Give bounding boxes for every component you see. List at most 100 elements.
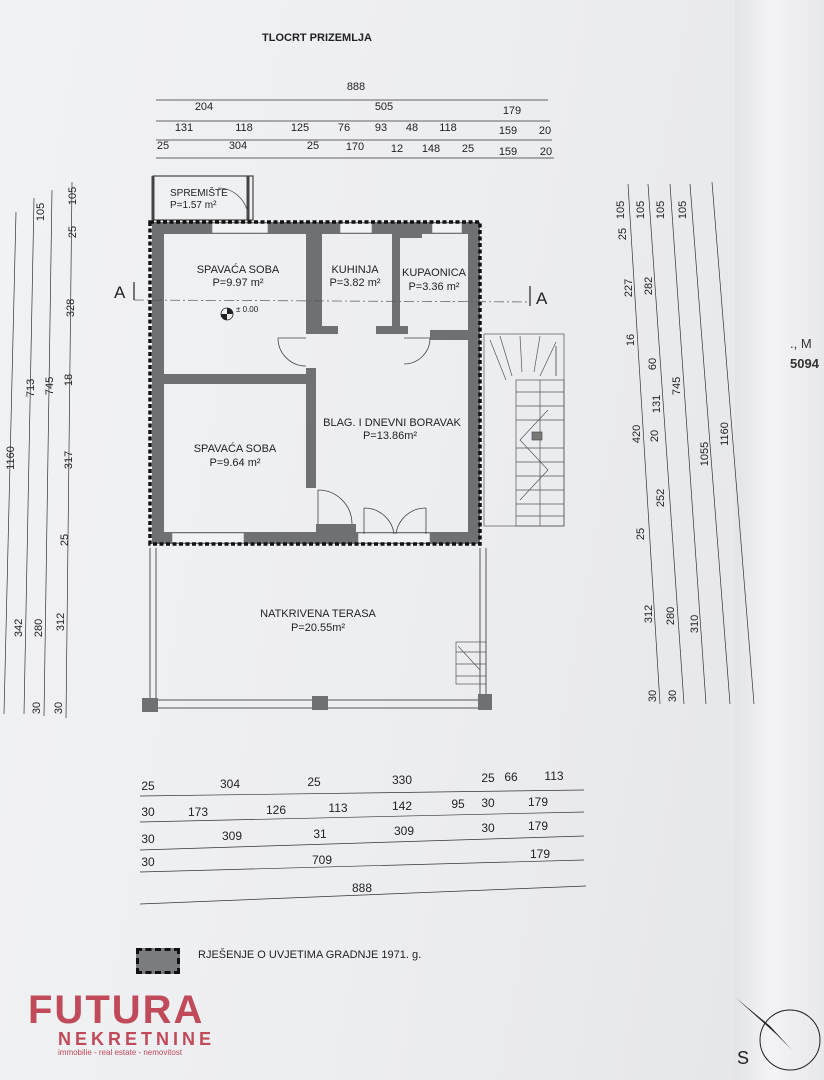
logo-sub-text: NEKRETNINE bbox=[58, 1029, 216, 1049]
dim-bottom-label: 95 bbox=[451, 797, 465, 811]
dim-left-label: 105 bbox=[35, 203, 47, 221]
dim-top-label: 25 bbox=[157, 140, 169, 152]
dim-top-label: 179 bbox=[503, 105, 521, 117]
room-bedroom-2-name: SPAVAĆA SOBA bbox=[194, 442, 277, 455]
dim-left-label: 342 bbox=[13, 619, 25, 637]
dim-right-label: 25 bbox=[617, 228, 629, 240]
dim-left-label: 30 bbox=[31, 702, 43, 714]
storage-annex bbox=[151, 175, 254, 221]
dim-right-label: 25 bbox=[635, 528, 647, 540]
dim-top-label: 20 bbox=[539, 125, 551, 137]
right-dimension-labels: 25 105 227 16 420 20 252 25 312 30 105 2… bbox=[615, 201, 731, 702]
bottom-dimensions bbox=[139, 789, 587, 905]
terrace bbox=[142, 548, 492, 712]
top-dimensions bbox=[156, 99, 554, 159]
room-bathroom-area: P=3.36 m² bbox=[408, 281, 459, 293]
left-dimension-labels: 1160 342 713 30 280 745 105 30 312 25 31… bbox=[5, 187, 79, 714]
room-bedroom-1-area: P=9.97 m² bbox=[212, 277, 263, 289]
dim-left-label: 18 bbox=[63, 374, 75, 386]
dim-left-label: 745 bbox=[44, 377, 56, 395]
dim-right-label: 1055 bbox=[699, 442, 711, 466]
dim-right-label: 131 bbox=[651, 395, 663, 413]
room-bathroom-name: KUPAONICA bbox=[402, 267, 467, 279]
legend-text: RJEŠENJE O UVJETIMA GRADNJE 1971. g. bbox=[198, 949, 422, 961]
dim-left-label: 317 bbox=[63, 451, 75, 469]
dim-right-label: 16 bbox=[625, 334, 637, 346]
dim-bottom-label: 142 bbox=[392, 799, 412, 813]
dim-right-label: 30 bbox=[667, 690, 679, 702]
room-kitchen-area: P=3.82 m² bbox=[329, 277, 380, 289]
dim-bottom-label: 30 bbox=[481, 796, 495, 810]
north-arrow bbox=[736, 998, 821, 1071]
dim-top-label: 25 bbox=[462, 143, 474, 155]
dim-bottom-label: 30 bbox=[141, 805, 155, 819]
dim-left-label: 30 bbox=[53, 702, 65, 714]
dim-top-label: 125 bbox=[291, 122, 309, 134]
dim-bottom-label: 30 bbox=[141, 855, 155, 869]
staircase bbox=[483, 333, 565, 527]
side-text-2: 5094 bbox=[790, 356, 819, 371]
dim-bottom-label: 709 bbox=[312, 853, 332, 867]
dim-right-label: 310 bbox=[689, 615, 701, 633]
dim-left-label: 105 bbox=[67, 187, 79, 205]
dim-bottom-label: 31 bbox=[313, 827, 327, 841]
doors bbox=[277, 337, 557, 535]
dim-left-label: 25 bbox=[67, 226, 79, 238]
dim-left-label: 713 bbox=[25, 379, 37, 397]
dim-bottom-label: 309 bbox=[222, 829, 242, 843]
dim-bottom-label: 179 bbox=[528, 819, 548, 833]
dim-bottom-label: 30 bbox=[141, 832, 155, 846]
dim-bottom-label: 113 bbox=[544, 769, 563, 783]
room-storage-area: P=1.57 m² bbox=[170, 200, 217, 211]
dim-bottom-label: 309 bbox=[394, 824, 414, 838]
legend-swatch bbox=[136, 948, 180, 974]
dim-bottom-label: 113 bbox=[328, 801, 347, 815]
dim-right-label: 60 bbox=[647, 358, 659, 370]
room-terrace-area: P=20.55m² bbox=[291, 622, 345, 634]
dim-top-label: 159 bbox=[499, 146, 517, 158]
dim-top-label: 159 bbox=[499, 125, 517, 137]
dim-top-label: 93 bbox=[375, 122, 387, 134]
dim-left-label: 328 bbox=[65, 299, 77, 317]
dim-bottom-total: 888 bbox=[352, 881, 372, 895]
level-mark-label: ± 0.00 bbox=[236, 305, 259, 314]
room-bedroom-2-area: P=9.64 m² bbox=[209, 457, 260, 469]
logo-main-text: FUTURA bbox=[28, 988, 205, 1032]
section-line: A A bbox=[114, 282, 548, 308]
dim-right-label: 105 bbox=[655, 201, 667, 219]
dim-top-total: 888 bbox=[347, 81, 365, 93]
section-mark-left: A bbox=[114, 283, 126, 302]
orientation-letter: S bbox=[737, 1048, 750, 1068]
dim-bottom-label: 25 bbox=[481, 771, 495, 785]
dim-right-label: 105 bbox=[677, 201, 689, 219]
room-bedroom-1-name: SPAVAĆA SOBA bbox=[197, 263, 280, 276]
level-mark: ± 0.00 bbox=[220, 305, 259, 321]
logo-tagline: immobilie - real estate - nemovitost bbox=[58, 1048, 183, 1057]
dim-right-label: 252 bbox=[655, 489, 667, 507]
dim-bottom-label: 30 bbox=[481, 821, 495, 835]
dim-top-label: 131 bbox=[175, 122, 193, 134]
legal-outline bbox=[148, 220, 482, 546]
dim-top-label: 148 bbox=[422, 143, 440, 155]
room-labels: SPREMIŠTE P=1.57 m² SPAVAĆA SOBA P=9.97 … bbox=[170, 186, 467, 634]
right-dimensions bbox=[627, 181, 755, 705]
dim-right-label: 105 bbox=[635, 201, 647, 219]
dim-right-label: 105 bbox=[615, 201, 627, 219]
dim-bottom-label: 126 bbox=[266, 803, 286, 817]
dim-bottom-label: 66 bbox=[504, 770, 518, 784]
plan-title: TLOCRT PRIZEMLJA bbox=[262, 32, 372, 44]
room-living-area: P=13.86m² bbox=[363, 430, 417, 442]
dim-bottom-label: 179 bbox=[528, 795, 548, 809]
dim-right-label: 30 bbox=[647, 690, 659, 702]
dim-top-label: 118 bbox=[439, 122, 457, 134]
dim-right-label: 745 bbox=[671, 377, 683, 395]
dim-bottom-label: 25 bbox=[307, 775, 321, 789]
room-terrace-name: NATKRIVENA TERASA bbox=[260, 608, 376, 620]
dim-right-total: 1160 bbox=[719, 422, 731, 446]
agency-logo: FUTURA NEKRETNINE immobilie - real estat… bbox=[28, 990, 215, 1057]
dim-top-label: 204 bbox=[195, 101, 213, 113]
dim-left-label: 280 bbox=[33, 619, 45, 637]
section-mark-right: A bbox=[536, 289, 548, 308]
room-storage-name: SPREMIŠTE bbox=[170, 186, 228, 199]
